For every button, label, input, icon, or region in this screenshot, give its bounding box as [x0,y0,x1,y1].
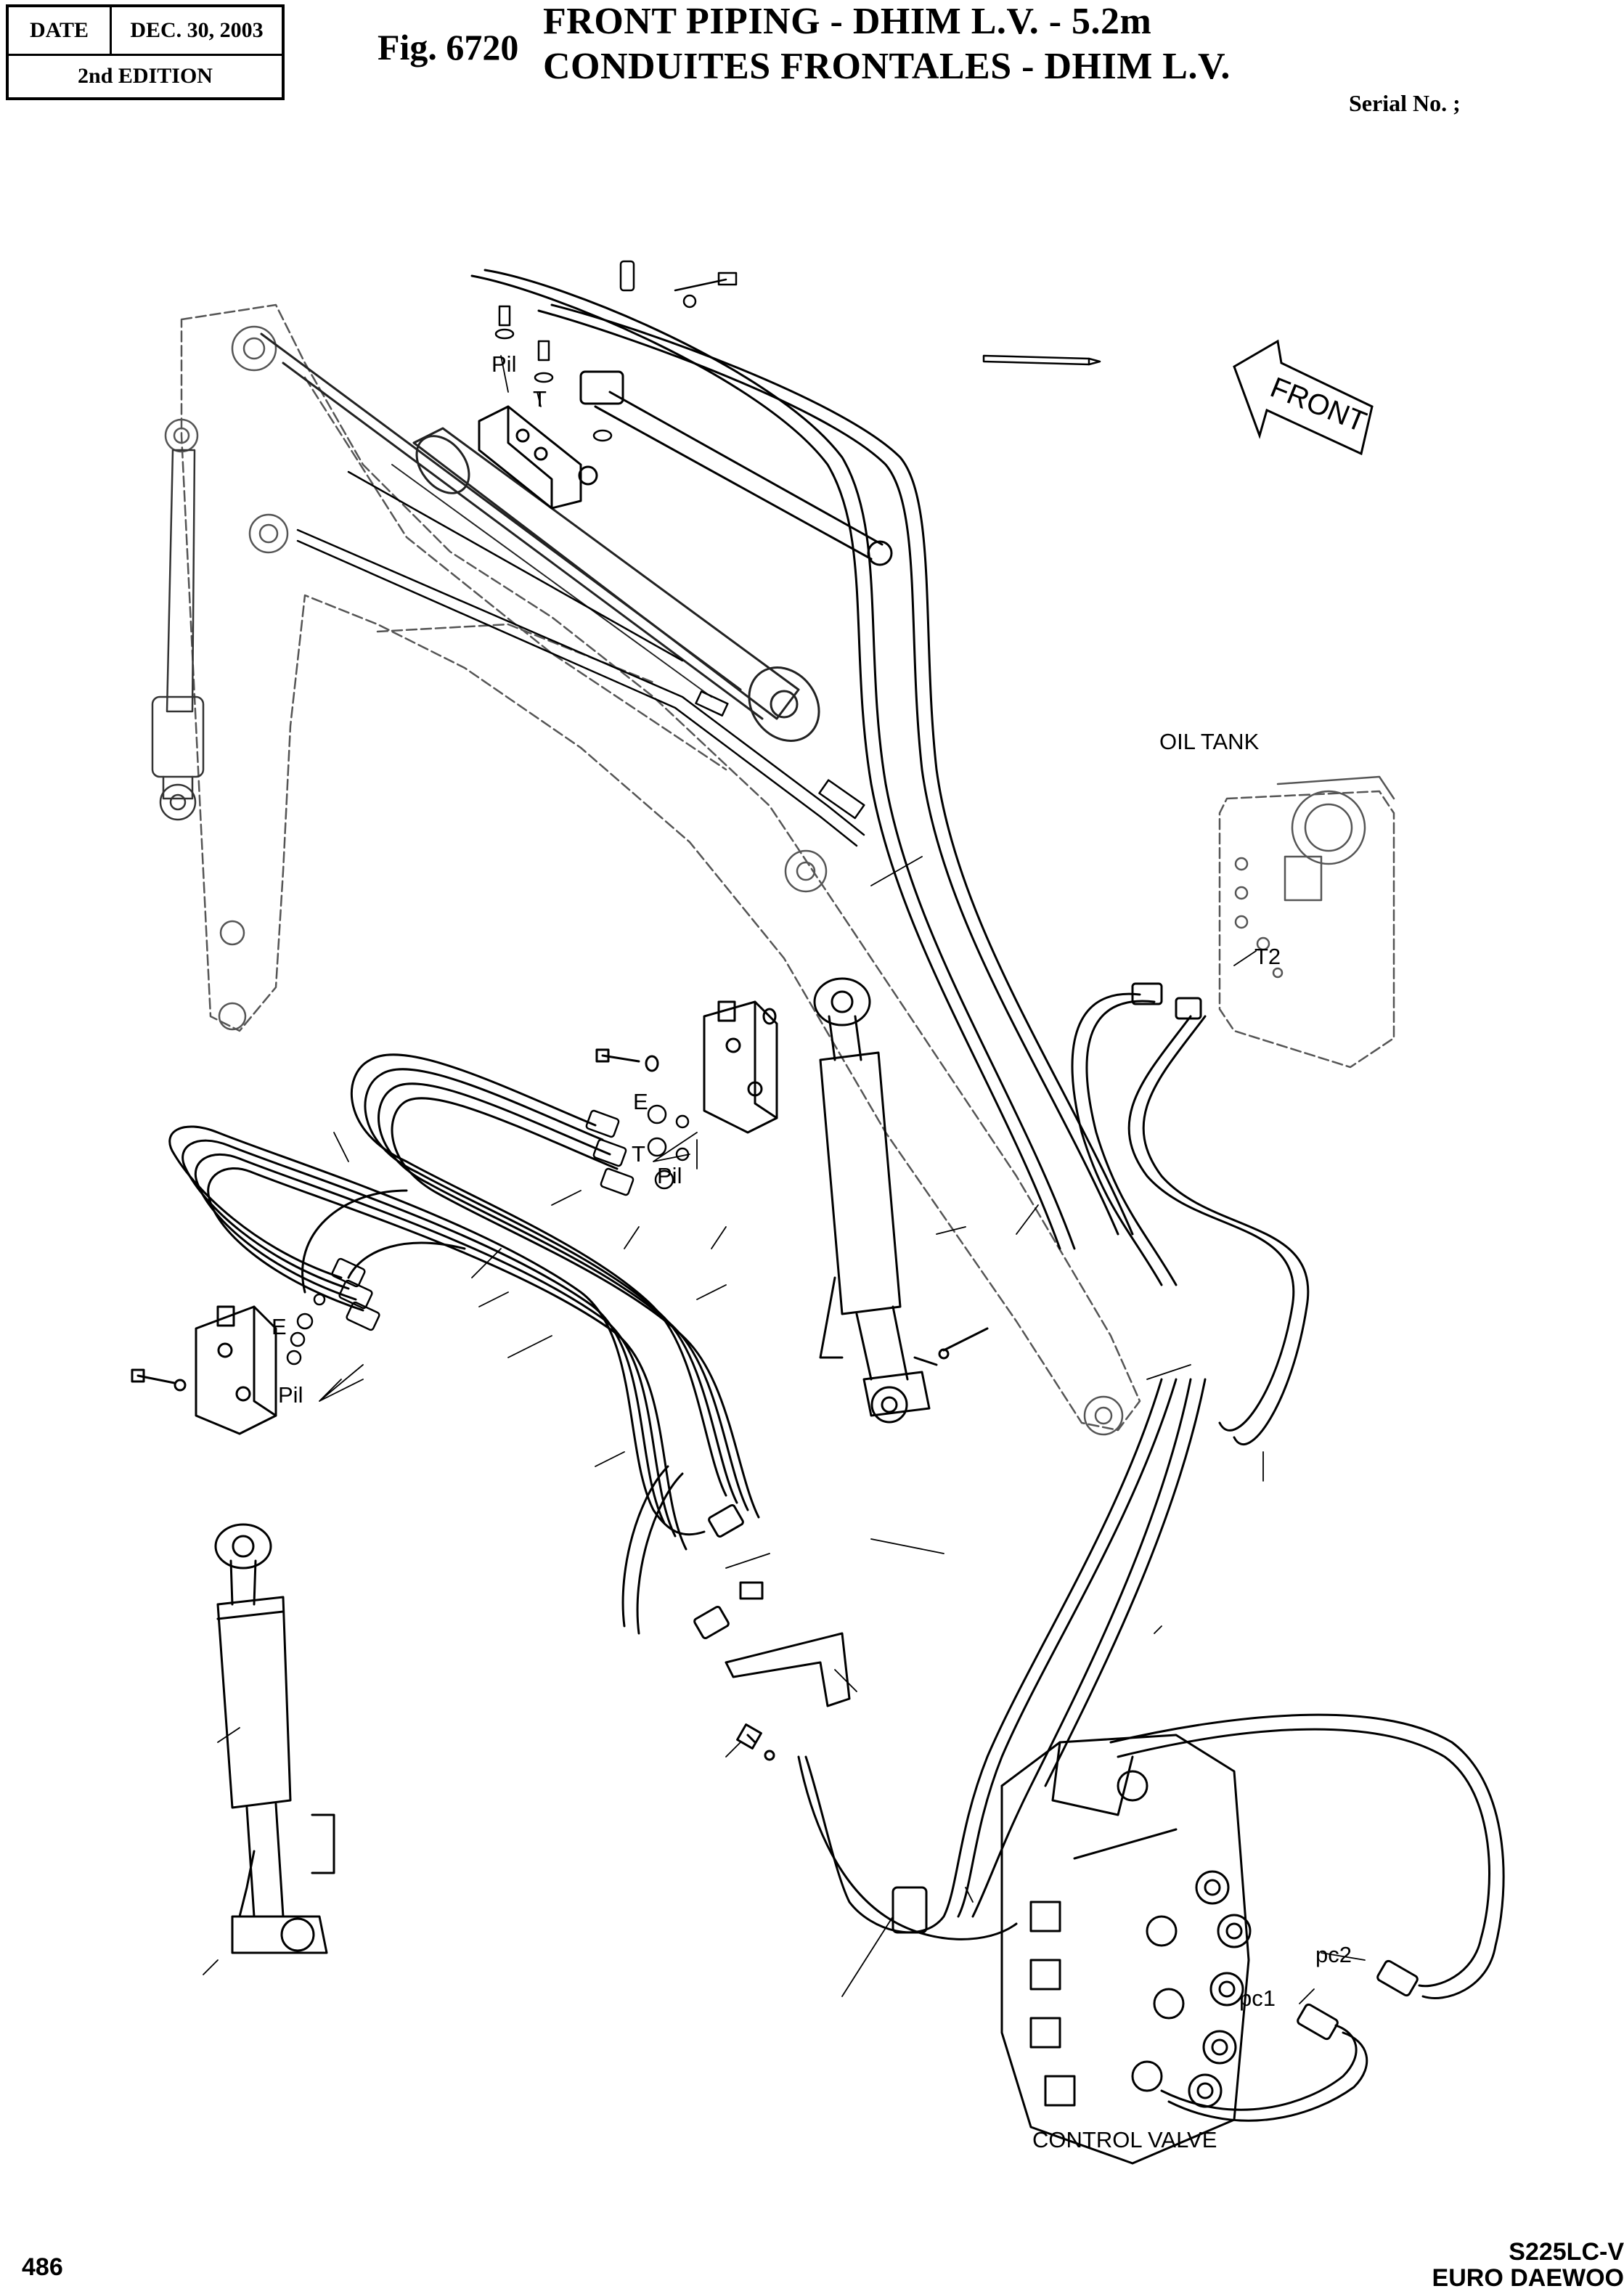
t-mid-label: T [632,1141,645,1167]
arm-cylinder [260,332,820,742]
front-arrow-icon: FRONT [1233,339,1374,456]
left-hose-bundle [168,1125,706,1635]
t-top-label: T [533,386,547,412]
leader-lines [203,355,1366,2004]
pil-mid-label: Pil [657,1163,682,1188]
title-line-1: FRONT PIPING - DHIM L.V. - 5.2m [543,1,1152,42]
model-line-1: S225LC-V [1509,2238,1624,2266]
model-line-2: EURO DAEWOO [1432,2264,1624,2292]
top-valve-block [478,405,598,510]
center-bracket [693,1503,851,1761]
top-fittings [494,260,1101,442]
control-valve-label: CONTROL VALVE [1032,2127,1217,2152]
pil-left-label: Pil [278,1382,303,1408]
model-name: S225LC-V EURO DAEWOO [1432,2239,1624,2291]
boom-outline [180,303,1141,1432]
tank-return-hoses [1071,982,1310,1446]
pc1-label: pc1 [1239,1985,1276,2011]
pil-top-label: Pil [491,351,516,377]
left-valve-block [131,1305,277,1435]
pilot-lines [1109,1713,1505,2122]
control-valve-hoses [797,1378,1207,1940]
boom-pipes [296,470,865,847]
date-row: DATE DEC. 30, 2003 [9,7,282,56]
mid-valve-block [595,1000,778,1134]
middle-fittings [585,1104,690,1196]
control-valve [1000,1734,1252,2165]
date-label: DATE [9,7,112,54]
e-mid-label: E [633,1089,648,1114]
boom-pins [164,325,1124,1436]
oil-tank-label: OIL TANK [1159,729,1260,754]
t2-label: T2 [1254,944,1281,969]
boom-cylinder-upper [151,449,205,821]
serial-number: Serial No. ; [1349,90,1461,116]
date-edition-box: DATE DEC. 30, 2003 2nd EDITION [6,4,285,100]
date-value: DEC. 30, 2003 [130,18,264,42]
oil-tank [1218,775,1395,1069]
left-fittings [286,1257,380,1366]
edition-label: 2nd EDITION [78,64,213,88]
top-pipe [579,370,893,566]
center-cylinder [813,977,989,1424]
middle-hose-bundle [350,1053,760,1519]
top-hoses [470,269,1134,1250]
e-left-label: E [272,1314,287,1339]
pc2-label: pc2 [1315,1942,1352,1967]
title-line-2: CONDUITES FRONTALES - DHIM L.V. [543,46,1231,87]
left-cylinder [214,1523,335,1954]
page-number: 486 [22,2253,63,2281]
figure-number: Fig. 6720 [378,27,519,68]
